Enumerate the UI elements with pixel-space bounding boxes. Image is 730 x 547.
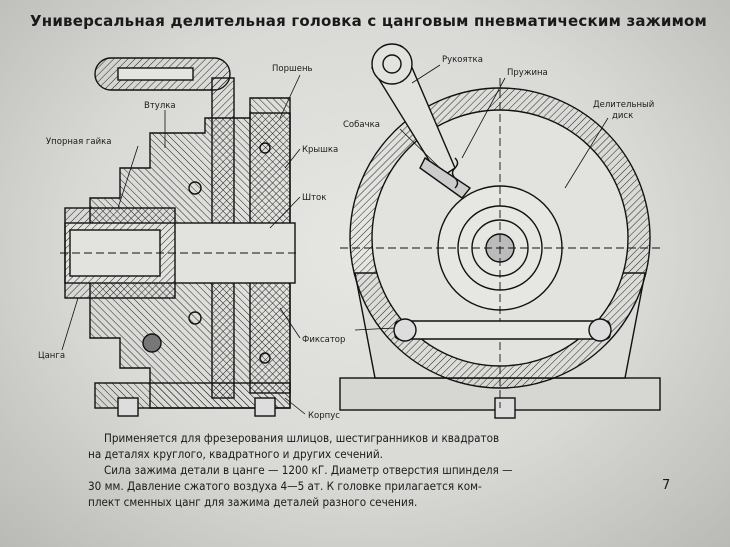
front-view [339,43,661,419]
label-kryshka: Крышка [302,145,338,155]
bearings [142,142,271,364]
technical-drawing: Поршень Втулка Упорная гайка Крышка Шток… [38,43,661,421]
caption-line-1: Применяется для фрезерования шлицов, шес… [104,431,500,445]
slide-title: Универсальная делительная головка с цанг… [30,12,707,30]
side-section-view [60,57,300,417]
leader-lines-right [354,64,609,331]
caption-line-3: Сила зажима детали в цанге — 1200 кГ. Ди… [104,463,513,477]
label-shtok: Шток [302,193,326,203]
label-porshen: Поршень [272,64,313,74]
caption-line-4: 30 мм. Давление сжатого воздуха 4—5 ат. … [88,479,482,493]
label-sobachka: Собачка [343,120,380,130]
label-rukoyatka: Рукоятка [442,55,483,65]
label-pruzhina: Пружина [507,68,548,78]
page-number: 7 [662,478,671,493]
label-upornaya-gayka: Упорная гайка [46,137,111,147]
crank-slot [117,67,194,81]
label-fiksator: Фиксатор [302,335,345,345]
label-tsanga: Цанга [38,351,65,361]
caption-block: Применяется для фрезерования шлицов, шес… [88,430,658,510]
label-vtulka: Втулка [144,101,176,111]
part-labels: Поршень Втулка Упорная гайка Крышка Шток… [38,55,654,421]
caption-line-5: плект сменных цанг для зажима деталей ра… [88,495,418,509]
leader-lines-left [61,74,306,415]
label-delitelny-1: Делительный [593,100,654,110]
label-korpus: Корпус [308,411,340,421]
clamp-bar [394,320,611,340]
spring [451,157,459,189]
label-delitelny-2: диск [612,111,633,121]
caption-line-2: на деталях круглого, квадратного и други… [88,447,383,461]
